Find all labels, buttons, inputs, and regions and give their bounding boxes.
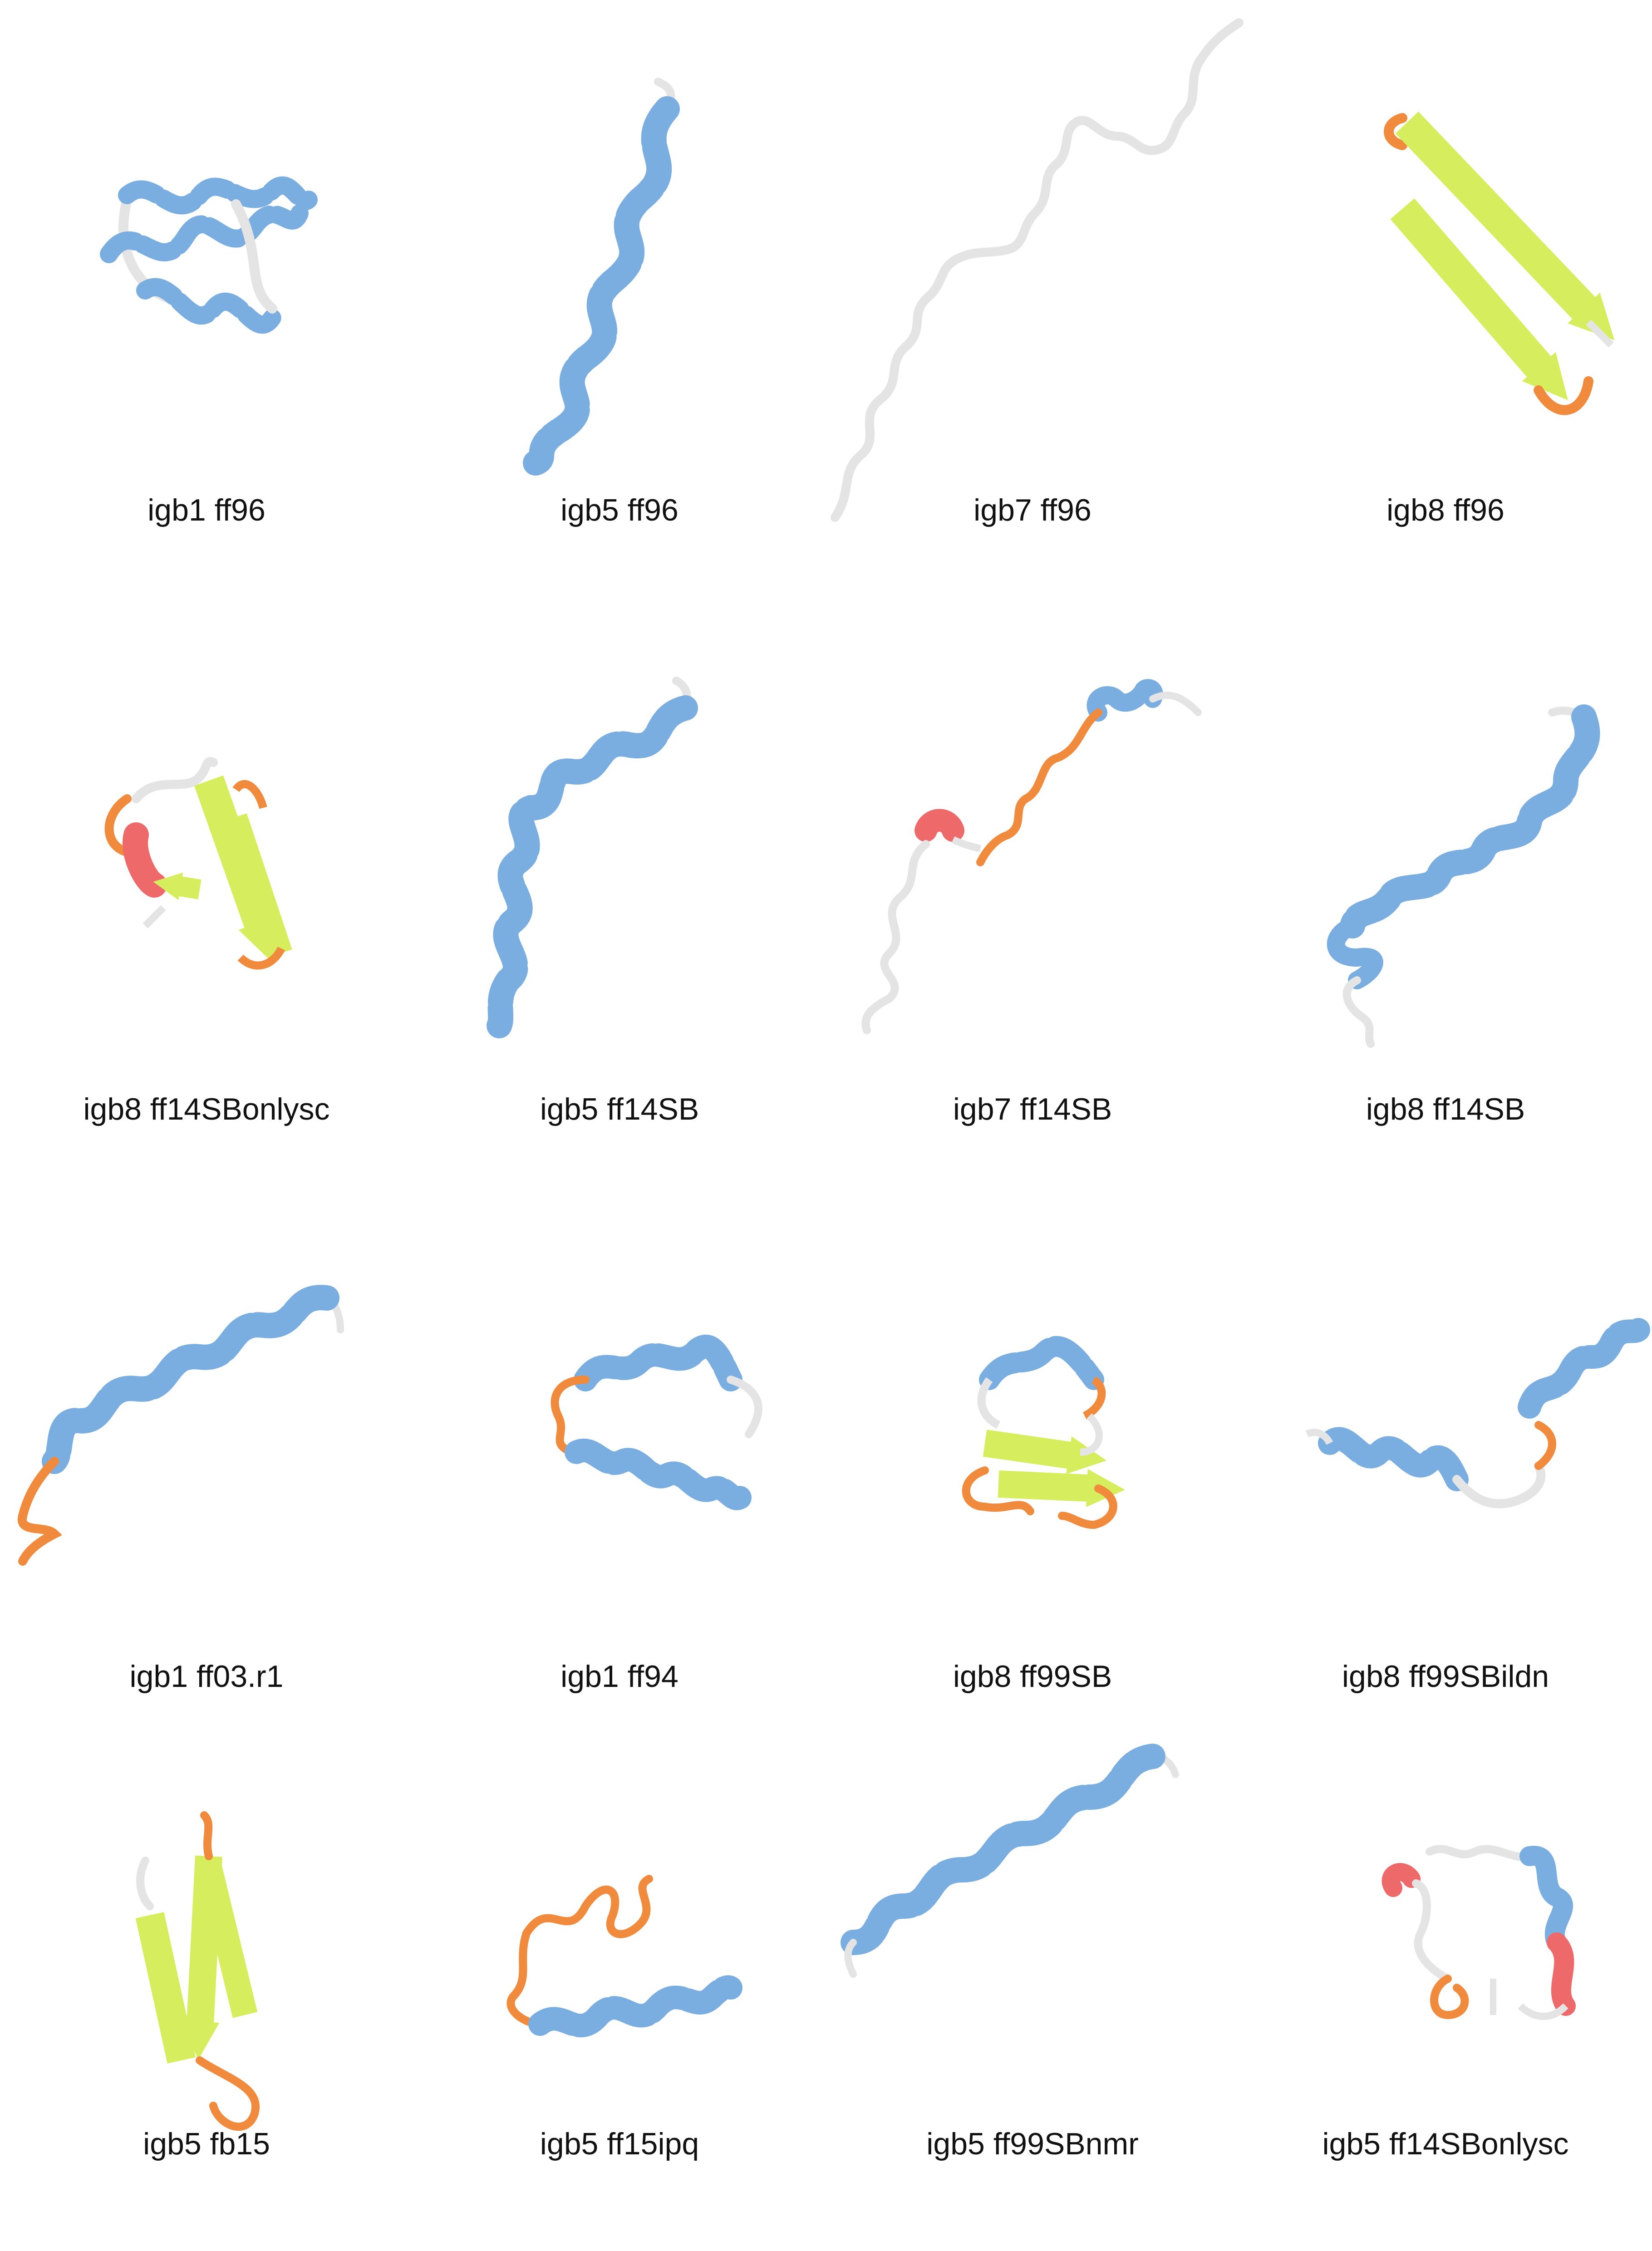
panel-label: igb5 ff96	[560, 493, 678, 527]
panel-label: igb5 ff14SBonlysc	[1322, 2127, 1569, 2161]
panel-label: igb5 fb15	[143, 2127, 270, 2161]
beta-sheet-structure	[135, 1811, 260, 2131]
panel-label: igb5 ff15ipq	[540, 2127, 699, 2161]
panel-label: igb1 ff96	[148, 493, 266, 527]
straight-helix-structure	[17, 1285, 344, 1566]
helix-hairpin-structure	[551, 1335, 762, 1510]
loop-and-helix-structure	[506, 1875, 742, 2038]
beta-hairpin-structure	[1384, 111, 1615, 415]
panel-label: igb8 ff96	[1386, 493, 1504, 527]
panel-label: igb5 ff99SBnmr	[926, 2127, 1139, 2161]
panel-label: igb8 ff14SBonlysc	[83, 1092, 330, 1126]
helix-bundle-structure	[100, 176, 318, 334]
mixed-alpha-beta-structure	[962, 1336, 1125, 1529]
random-coil-structure	[831, 18, 1244, 522]
panel-label: igb8 ff99SBildn	[1342, 1659, 1549, 1694]
helix-with-tail-structure	[1327, 704, 1600, 1048]
panel-label: igb8 ff14SB	[1366, 1092, 1525, 1126]
coil-with-short-helix-structure	[861, 679, 1202, 1034]
panel-label: igb1 ff94	[560, 1659, 678, 1694]
two-helix-structure	[1305, 1318, 1650, 1509]
panel-label: igb7 ff96	[974, 493, 1092, 527]
panel-label: igb5 ff14SB	[540, 1092, 699, 1126]
mixed-beta-structure	[104, 757, 292, 970]
straight-helix-structure	[523, 78, 680, 476]
coil-loop-structure	[1382, 1845, 1576, 2020]
straight-helix-structure	[841, 1744, 1179, 1978]
panel-label: igb7 ff14SB	[953, 1092, 1112, 1126]
panel-label: igb8 ff99SB	[953, 1659, 1112, 1694]
curved-helix-structure	[487, 677, 698, 1038]
panel-label: igb1 ff03.r1	[129, 1659, 284, 1694]
